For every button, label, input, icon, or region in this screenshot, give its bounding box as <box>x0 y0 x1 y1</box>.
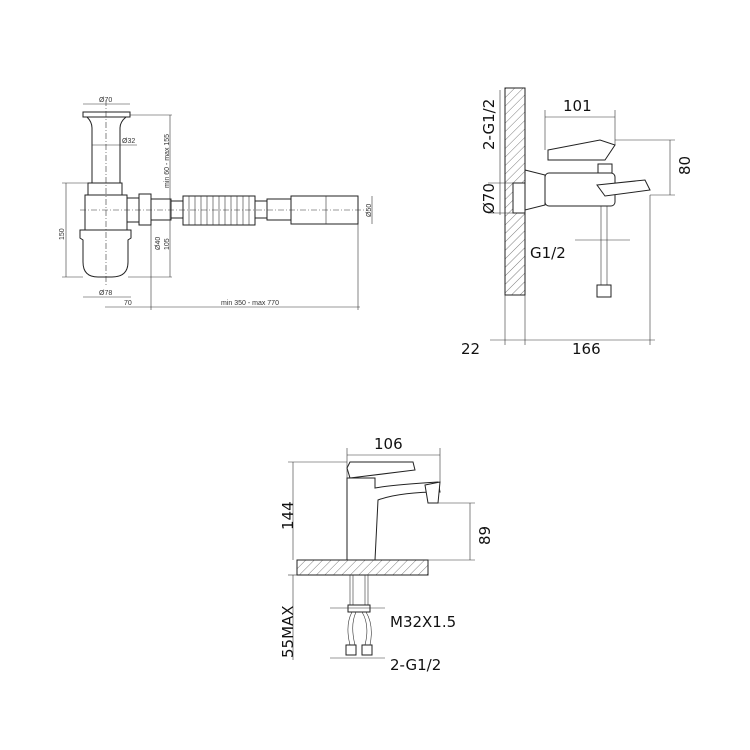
siphon-tube <box>86 116 127 183</box>
mixer-handle <box>547 139 616 161</box>
basin-max-thickness: 55MAX <box>279 605 297 658</box>
siphon-pipe-diameter: Ø40 <box>155 237 162 250</box>
siphon-outlet-pipe <box>266 198 292 221</box>
siphon-tube-diameter: Ø32 <box>122 138 135 145</box>
bath-height: 80 <box>676 156 694 175</box>
basin-mount-thread: M32X1.5 <box>390 613 456 631</box>
diverter-knob <box>597 163 613 174</box>
basin-mixer-drawing: 106 144 89 55MAX M32X1.5 2-G1/2 <box>279 435 494 674</box>
siphon-drawing: Ø70 Ø32 150 min 60 - max 155 Ø40 105 Ø50… <box>59 97 373 310</box>
siphon-height: 150 <box>59 228 66 240</box>
bath-mixer-drawing: 101 2-G1/2 Ø70 80 G1/2 22 166 <box>461 87 694 358</box>
bath-spout <box>596 179 651 197</box>
basin-inlet-thread: 2-G1/2 <box>390 656 441 674</box>
siphon-outlet-height: 105 <box>164 238 171 250</box>
eccentric-connector <box>524 169 546 211</box>
siphon-nut <box>87 182 123 196</box>
basin-handle <box>346 461 416 479</box>
siphon-height-range: min 60 - max 155 <box>164 134 171 188</box>
shower-hose <box>600 206 608 290</box>
basin-width: 106 <box>374 435 403 453</box>
siphon-bowl <box>79 229 132 278</box>
wall-flange <box>512 182 526 214</box>
bath-body-width: 101 <box>563 97 592 115</box>
mounting-hoses <box>345 575 373 656</box>
siphon-length-range: min 350 - max 770 <box>221 300 279 307</box>
basin-height: 144 <box>279 501 297 530</box>
hose-nut <box>596 284 612 298</box>
siphon-thread-right <box>254 200 268 219</box>
bath-outlet-thread: G1/2 <box>530 244 566 262</box>
bath-flange-diameter: Ø70 <box>480 183 498 214</box>
siphon-adapter <box>150 198 172 221</box>
siphon-offset: 70 <box>124 300 132 307</box>
bath-inlet-thread: 2-G1/2 <box>480 99 498 150</box>
siphon-grate <box>82 111 131 118</box>
bath-depth: 166 <box>572 340 601 358</box>
corrugated-hose <box>182 195 256 226</box>
basin-body <box>346 477 441 561</box>
siphon-bottom-diameter: Ø78 <box>99 290 112 297</box>
basin-spout-height: 89 <box>476 526 494 545</box>
siphon-outlet-diameter: Ø50 <box>366 204 373 217</box>
bath-wall-offset: 22 <box>461 340 480 358</box>
basin-aerator <box>424 481 441 504</box>
siphon-top-diameter: Ø70 <box>99 97 112 104</box>
siphon-outlet-nut <box>138 193 152 226</box>
countertop-section <box>296 559 429 576</box>
siphon-thread-left <box>170 200 184 219</box>
